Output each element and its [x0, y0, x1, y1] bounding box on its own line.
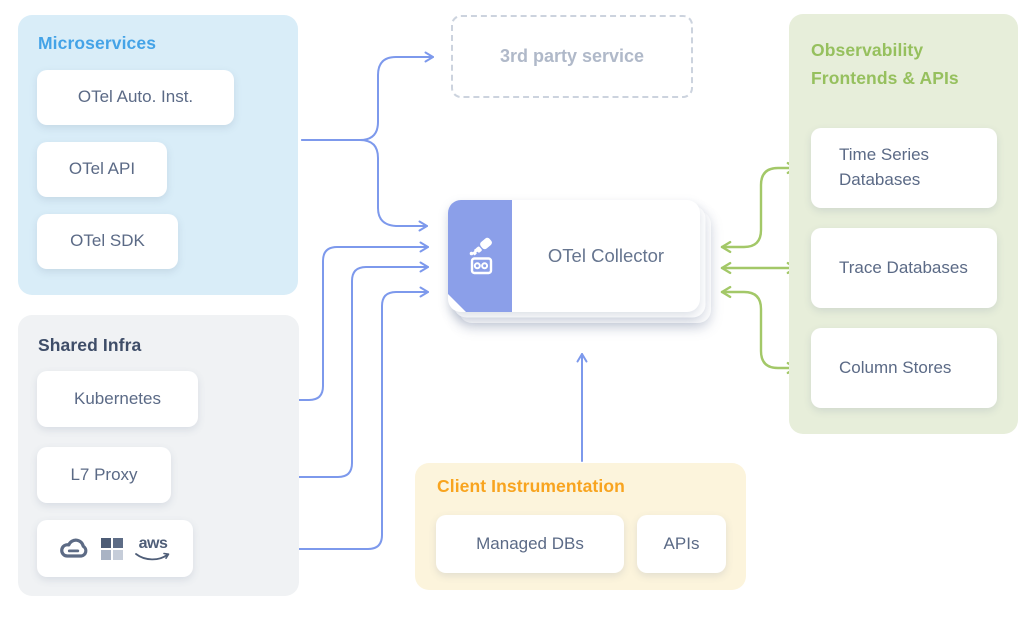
- collector-card: OTel Collector: [448, 200, 700, 312]
- arrow-microservices-to-third-party: [301, 51, 434, 141]
- collector-label: OTel Collector: [547, 245, 665, 266]
- aws-smile-icon: [135, 552, 170, 560]
- google-cloud-icon: [60, 538, 88, 558]
- node-third-party-service: 3rd party service: [451, 15, 693, 98]
- microservices-title: Microservices: [38, 33, 157, 53]
- arrow-collector-timeseries-bidirectional: [720, 161, 798, 254]
- node-kubernetes: Kubernetes: [37, 371, 198, 427]
- node-otel-auto-inst: OTel Auto. Inst.: [37, 70, 234, 125]
- telescope-collector-icon: [463, 235, 497, 277]
- node-otel-sdk: OTel SDK: [37, 214, 178, 269]
- client-instrumentation-title: Client Instrumentation: [437, 476, 625, 496]
- node-time-series-databases: Time Series Databases: [811, 128, 997, 208]
- observability-title-line1: Observability: [811, 40, 924, 60]
- collector-icon-tab: [448, 200, 512, 312]
- observability-title: Observability Frontends & APIs: [811, 36, 959, 92]
- node-managed-dbs: Managed DBs: [436, 515, 624, 573]
- arrow-collector-columnstores-bidirectional: [720, 285, 798, 375]
- node-trace-databases: Trace Databases: [811, 228, 997, 308]
- node-column-stores: Column Stores: [811, 328, 997, 408]
- aws-label: aws: [138, 534, 168, 552]
- observability-title-line2: Frontends & APIs: [811, 68, 959, 88]
- shared-infra-title: Shared Infra: [38, 335, 142, 355]
- node-cloud-providers: aws: [37, 520, 193, 577]
- node-l7-proxy: L7 Proxy: [37, 447, 171, 503]
- node-apis: APIs: [637, 515, 726, 573]
- node-otel-collector: OTel Collector: [448, 200, 711, 323]
- aws-icon: aws: [134, 534, 172, 562]
- node-otel-api: OTel API: [37, 142, 167, 197]
- arrow-microservices-to-collector: [301, 139, 428, 232]
- microsoft-icon: [101, 537, 123, 560]
